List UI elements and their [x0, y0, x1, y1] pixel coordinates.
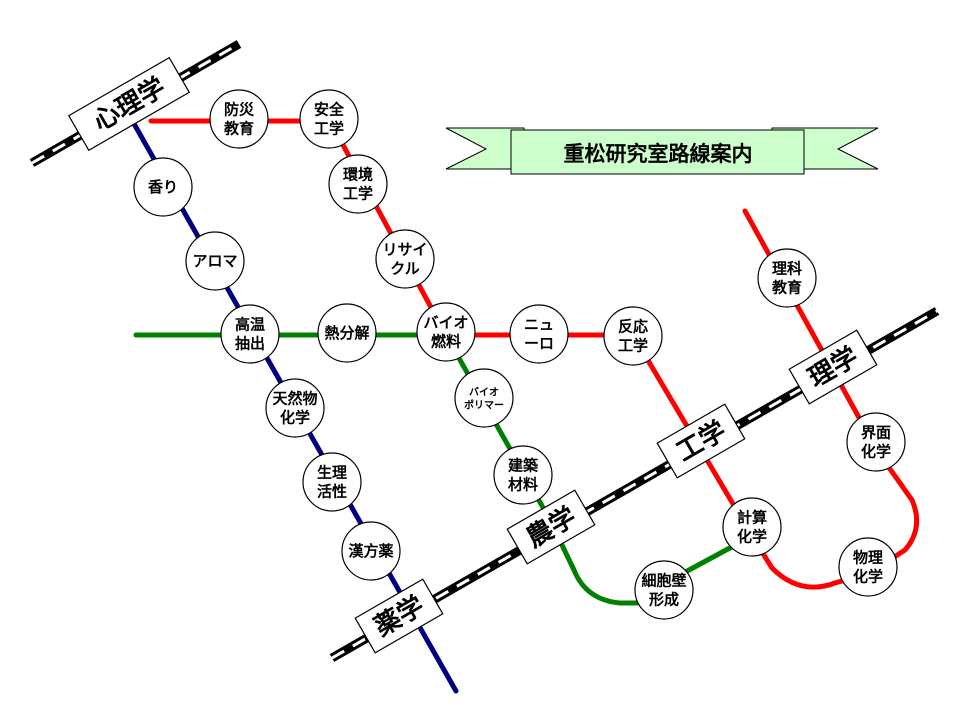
station-label: 漢方薬: [348, 542, 393, 560]
station-label: 生理: [317, 464, 347, 482]
station-aroma: アロマ: [185, 231, 245, 291]
station-circle: [133, 157, 193, 217]
faculty-sign-box: [788, 329, 878, 405]
station-label: 材料: [508, 476, 538, 494]
station-label: 計算: [737, 509, 767, 527]
station-label: 環境: [343, 166, 373, 184]
station-label: バイオ: [423, 314, 468, 332]
station-label: 天然物: [272, 390, 317, 408]
station-label: ポリマー: [464, 399, 504, 412]
station-label: 防災: [224, 101, 255, 119]
station-circle: [317, 303, 377, 363]
station-circle: [341, 521, 401, 581]
station-circle: [185, 231, 245, 291]
station-label: リサイ: [382, 241, 427, 259]
station-label: 工学: [343, 185, 373, 203]
station-circle: [416, 302, 476, 362]
station-label: 化学: [853, 568, 883, 586]
station-circle: [722, 497, 782, 557]
station-label: 化学: [737, 528, 767, 546]
station-label: 細胞壁: [641, 572, 686, 590]
station-label: 活性: [317, 483, 347, 501]
station-label: 抽出: [235, 335, 265, 353]
station-circle: [328, 154, 388, 214]
station-label: 熱分解: [324, 324, 369, 342]
station-circle: [757, 248, 817, 308]
station-label: ニュ: [524, 316, 554, 334]
station-label: 建築: [508, 457, 539, 475]
station-netsu: 熱分解: [317, 303, 377, 363]
banner-body: [510, 129, 805, 175]
station-label: 高温: [235, 316, 265, 334]
station-label: 化学: [861, 443, 891, 461]
station-circle: [493, 445, 553, 505]
station-circle: [838, 537, 898, 597]
faculty-sign-shinri: 心理学: [67, 56, 191, 152]
station-circle: [265, 378, 325, 438]
stations: 防災教育安全工学環境工学リサイクルバイオ燃料ニューロ反応工学香りアロマ高温抽出熱…: [133, 89, 906, 620]
station-label: バイオ: [469, 387, 499, 399]
station-label: 反応: [618, 318, 648, 336]
station-label: 形成: [649, 591, 679, 609]
station-label: アロマ: [192, 252, 237, 270]
station-label: クル: [390, 260, 420, 278]
faculty-sign-kou: 工学: [656, 403, 746, 479]
station-label: 物理: [853, 549, 883, 567]
station-circle: [220, 304, 280, 364]
station-label: 理科: [772, 260, 802, 278]
station-label: 香り: [148, 178, 178, 196]
banner: 重松研究室路線案内: [445, 127, 879, 175]
rail-upper-dash: [31, 42, 240, 165]
faculty-sign-box: [506, 489, 596, 565]
station-kampo: 漢方薬: [341, 521, 401, 581]
faculty-sign-box: [656, 403, 746, 479]
station-circle: [302, 452, 362, 512]
station-label: 界面: [861, 424, 891, 442]
station-circle: [454, 368, 514, 428]
station-circle: [299, 89, 359, 149]
station-label: 工学: [314, 120, 344, 138]
banner-left-ribbon: [445, 127, 525, 170]
station-label: 教育: [771, 279, 802, 297]
station-circle: [375, 229, 435, 289]
station-label: 教育: [223, 120, 254, 138]
station-label: 工学: [618, 337, 648, 355]
station-label: 燃料: [431, 333, 461, 351]
banner-title: 重松研究室路線案内: [564, 142, 753, 166]
station-circle: [509, 304, 569, 364]
red-line-right: [630, 208, 920, 590]
station-circle: [846, 412, 906, 472]
station-circle: [603, 306, 663, 366]
station-circle: [209, 89, 269, 149]
faculty-sign-box: [67, 56, 191, 152]
station-circle: [634, 560, 694, 620]
faculty-sign-box: [354, 578, 444, 654]
station-label: 化学: [280, 409, 310, 427]
station-kaori: 香り: [133, 157, 193, 217]
faculty-sign-ri: 理学: [788, 329, 878, 405]
station-label: ーロ: [524, 335, 554, 353]
station-label: 安全: [314, 101, 345, 119]
